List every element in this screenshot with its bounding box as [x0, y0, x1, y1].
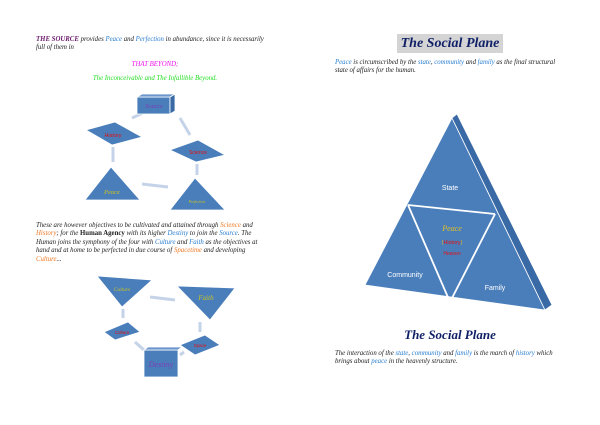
- label-culture-top: Culture: [114, 287, 131, 293]
- diagram-arrows: [111, 110, 202, 357]
- page-title: The Social Plane: [397, 34, 503, 53]
- label-history-center: (History): [442, 240, 463, 246]
- label-family: Family: [485, 285, 506, 292]
- label-space: Space: [194, 343, 207, 348]
- label-community: Community: [387, 272, 423, 279]
- faith-triangle: [176, 285, 236, 321]
- label-state: State: [442, 185, 458, 192]
- history-shape: [84, 121, 144, 146]
- destiny-box: [142, 346, 184, 378]
- social-pyramid: [364, 113, 553, 311]
- that-beyond: THAT BEYOND;: [131, 61, 179, 68]
- label-peace: Peace: [103, 189, 120, 196]
- perfection-triangle: [169, 177, 226, 211]
- label-science: Science: [189, 150, 207, 156]
- label-source: Source: [145, 103, 163, 110]
- social-plane-intro: Peace is circumscribed by the state, com…: [335, 59, 556, 75]
- peace-triangle: [84, 166, 141, 201]
- label-peace-center: Peace: [441, 224, 462, 233]
- label-heaven: Heaven: [443, 251, 460, 257]
- label-history: History: [104, 133, 121, 139]
- source-box: [135, 93, 177, 115]
- label-faith: Faith: [197, 294, 214, 302]
- section-title: The Social Plane: [404, 327, 496, 342]
- objectives-paragraph: These are however objectives to be culti…: [36, 222, 258, 263]
- space-shape: [179, 334, 221, 356]
- label-perfection: Perfection: [188, 199, 206, 204]
- culture-triangle: [96, 275, 153, 308]
- label-culture-small: Culture: [115, 330, 130, 335]
- label-destiny: Destiny: [148, 360, 174, 369]
- intro-paragraph: THE SOURCE provides Peace and Perfection…: [36, 36, 264, 52]
- inconceivable-line: The Inconceivable and The Infallible Bey…: [92, 75, 218, 82]
- social-plane-outro: The interaction of the state, community …: [335, 350, 553, 366]
- culture-small-shape: [103, 321, 141, 341]
- science-shape: [168, 139, 227, 163]
